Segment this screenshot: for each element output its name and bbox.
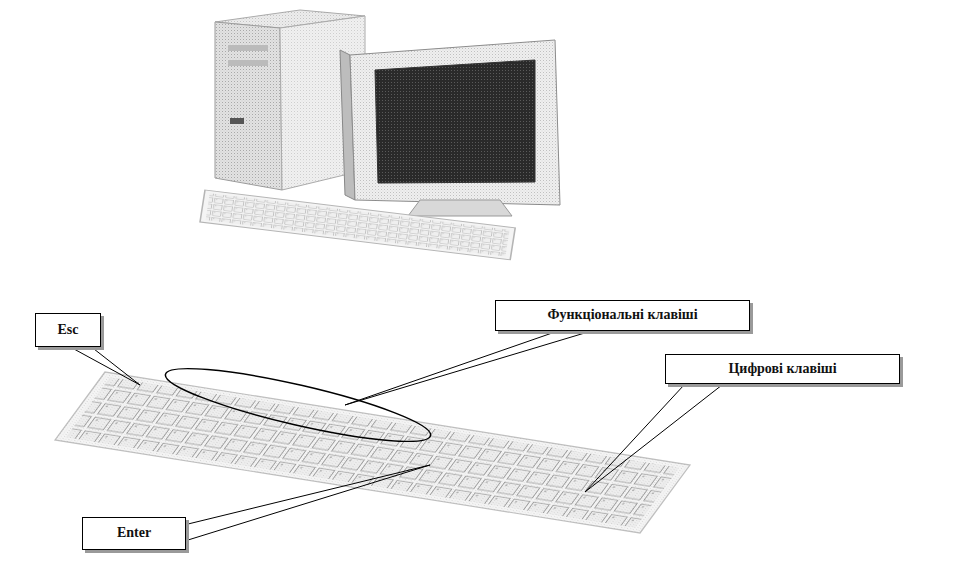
function-keys-callout: Функціональні клавіші (495, 300, 750, 331)
callout-label: Функціональні клавіші (547, 307, 697, 324)
leader-lines (74, 332, 722, 540)
callout-label: Цифрові клавіші (728, 361, 836, 378)
keyboard (55, 372, 690, 533)
keyboard-small (200, 190, 515, 260)
callout-label: Enter (117, 525, 151, 542)
callout-label: Esc (58, 322, 79, 339)
esc-callout: Esc (35, 313, 101, 347)
numeric-keys-callout: Цифрові клавіші (665, 354, 900, 384)
monitor (340, 40, 560, 216)
function-keys-ellipse (161, 355, 435, 455)
enter-callout: Enter (82, 517, 186, 550)
